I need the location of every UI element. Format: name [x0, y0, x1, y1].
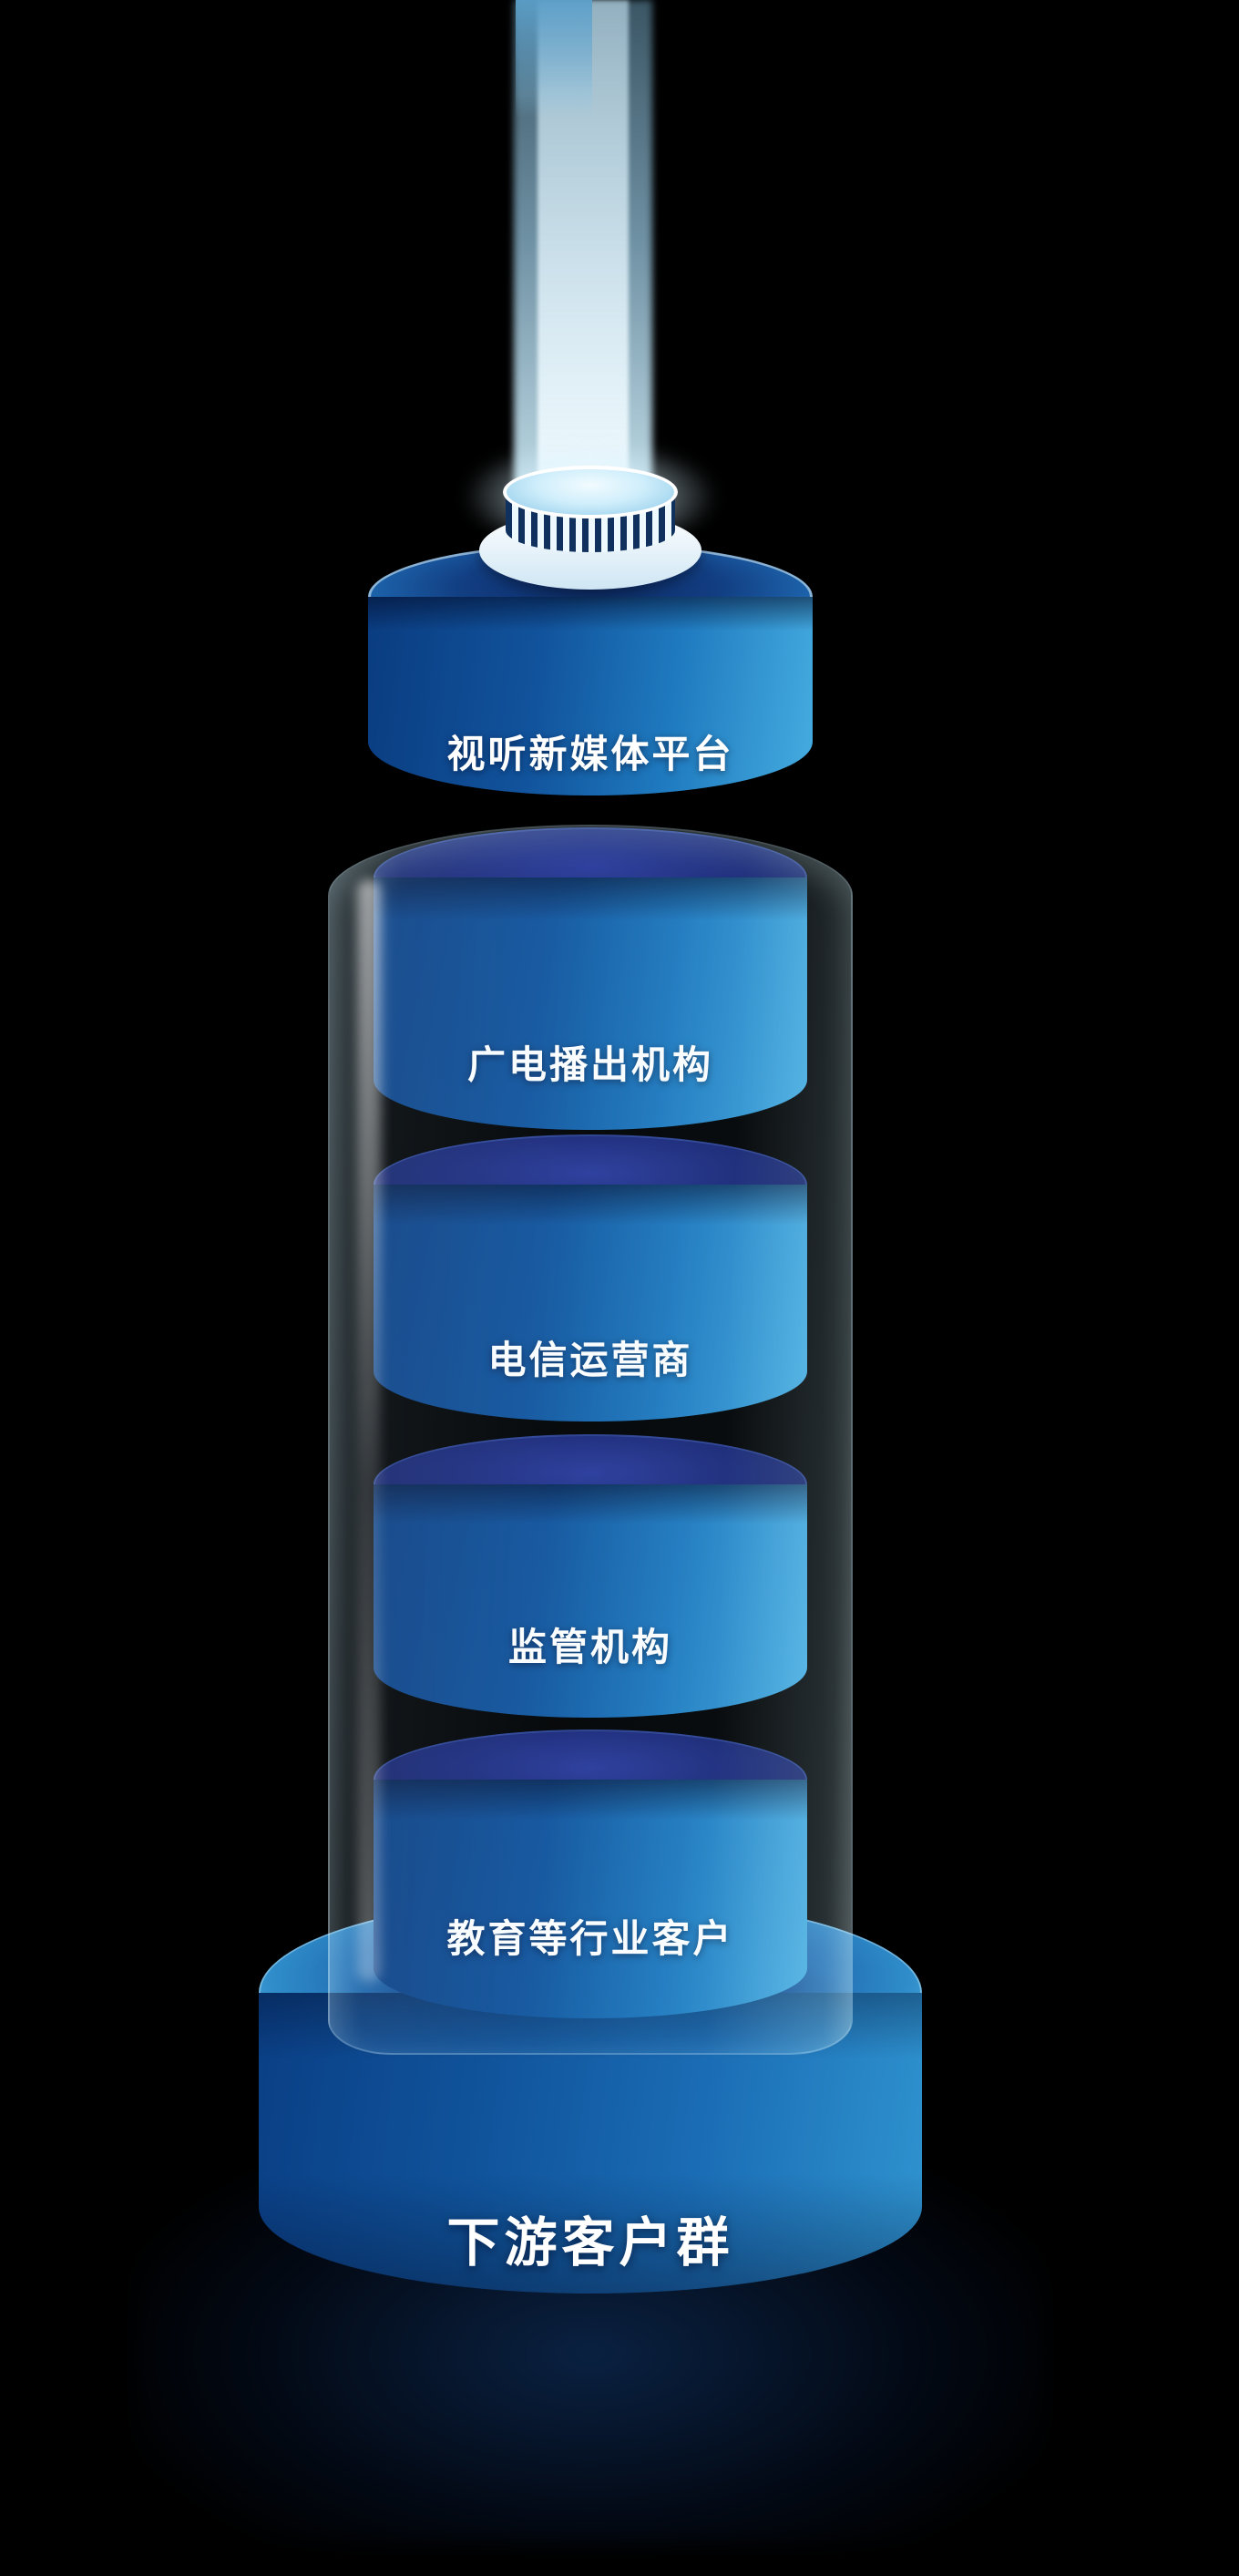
layer-label: 视听新媒体平台 — [446, 732, 734, 776]
glass-tube-highlight — [357, 879, 381, 1982]
layer-label: 监管机构 — [374, 1616, 807, 1672]
beam-top-tab — [516, 0, 592, 118]
base-label: 下游客户群 — [446, 2212, 734, 2273]
layer-label: 电信运营商 — [374, 1329, 807, 1385]
cylinder-side — [374, 1185, 807, 1421]
cylinder-side — [368, 597, 813, 795]
cylinder-side — [374, 1484, 807, 1718]
glass-tube — [328, 825, 853, 2055]
cap-top-face — [503, 466, 678, 518]
